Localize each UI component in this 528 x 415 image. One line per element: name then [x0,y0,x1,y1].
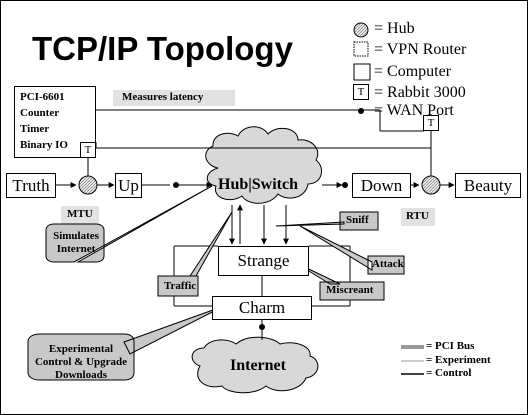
node-charm: Charm [212,296,312,320]
pci-line-1: PCI-6601 [20,91,65,103]
internet-cloud [191,336,319,394]
legend-wan-port-icon [358,108,364,114]
legend-computer-label: = Computer [374,63,452,80]
band-measures-latency [113,90,235,106]
callout-simulates-internet-shape [45,185,213,263]
legend-hub-icon [353,22,369,38]
pci-line-3: Timer [20,123,50,135]
node-truth: Truth [6,173,56,198]
diagram-title: TCP/IP Topology [32,30,293,67]
rabbit-right-icon: T [423,115,439,131]
wan-port-down [342,182,348,188]
wan-port-up [173,182,179,188]
callout-miscreant-shape [293,261,385,301]
callout-attack-shape [299,225,405,275]
hub-right [421,175,441,195]
node-down: Down [352,173,411,198]
node-internet: Internet [230,357,286,374]
callout-traffic-shape [157,211,233,297]
hub-left [78,175,98,195]
legend-wan-port-label: = WAN Port [374,102,454,119]
legend-experiment-label: = Experiment [426,354,491,366]
label-miscreant: Miscreant [326,284,374,296]
pci-line-4: Binary IO [20,139,68,151]
legend-rabbit-icon: T [353,84,369,100]
rabbit-left-icon: T [80,142,96,158]
pci-line-2: Counter [20,107,60,119]
node-up: Up [115,173,142,198]
label-rtu: RTU [406,210,429,222]
band-mtu [61,206,99,224]
callout-experimental-shape [27,305,225,381]
node-beauty: Beauty [455,173,521,198]
label-simulates-internet: Simulates Internet [53,230,99,255]
label-traffic: Traffic [164,280,197,292]
band-rtu [401,208,435,226]
node-hub-switch: Hub|Switch [218,176,298,193]
legend-vpn-router-icon [353,41,369,57]
label-attack: Attack [372,258,404,270]
label-mtu: MTU [67,208,93,220]
wan-port-charm [259,324,265,330]
hub-switch-cloud [205,126,323,204]
legend-computer-icon [353,63,371,81]
legend-rabbit-label: = Rabbit 3000 [374,84,466,101]
legend-pci-bus-label: = PCI Bus [426,340,475,352]
label-measures-latency: Measures latency [122,91,204,103]
label-experimental-control: Experimental Control & Upgrade Downloads [34,343,128,381]
legend-control-label: = Control [426,367,472,379]
legend-vpn-router-label: = VPN Router [374,41,467,58]
callout-sniff-shape [275,211,379,231]
legend-hub-label: = Hub [374,20,415,37]
node-strange: Strange [218,246,309,276]
label-sniff: Sniff [346,214,369,226]
